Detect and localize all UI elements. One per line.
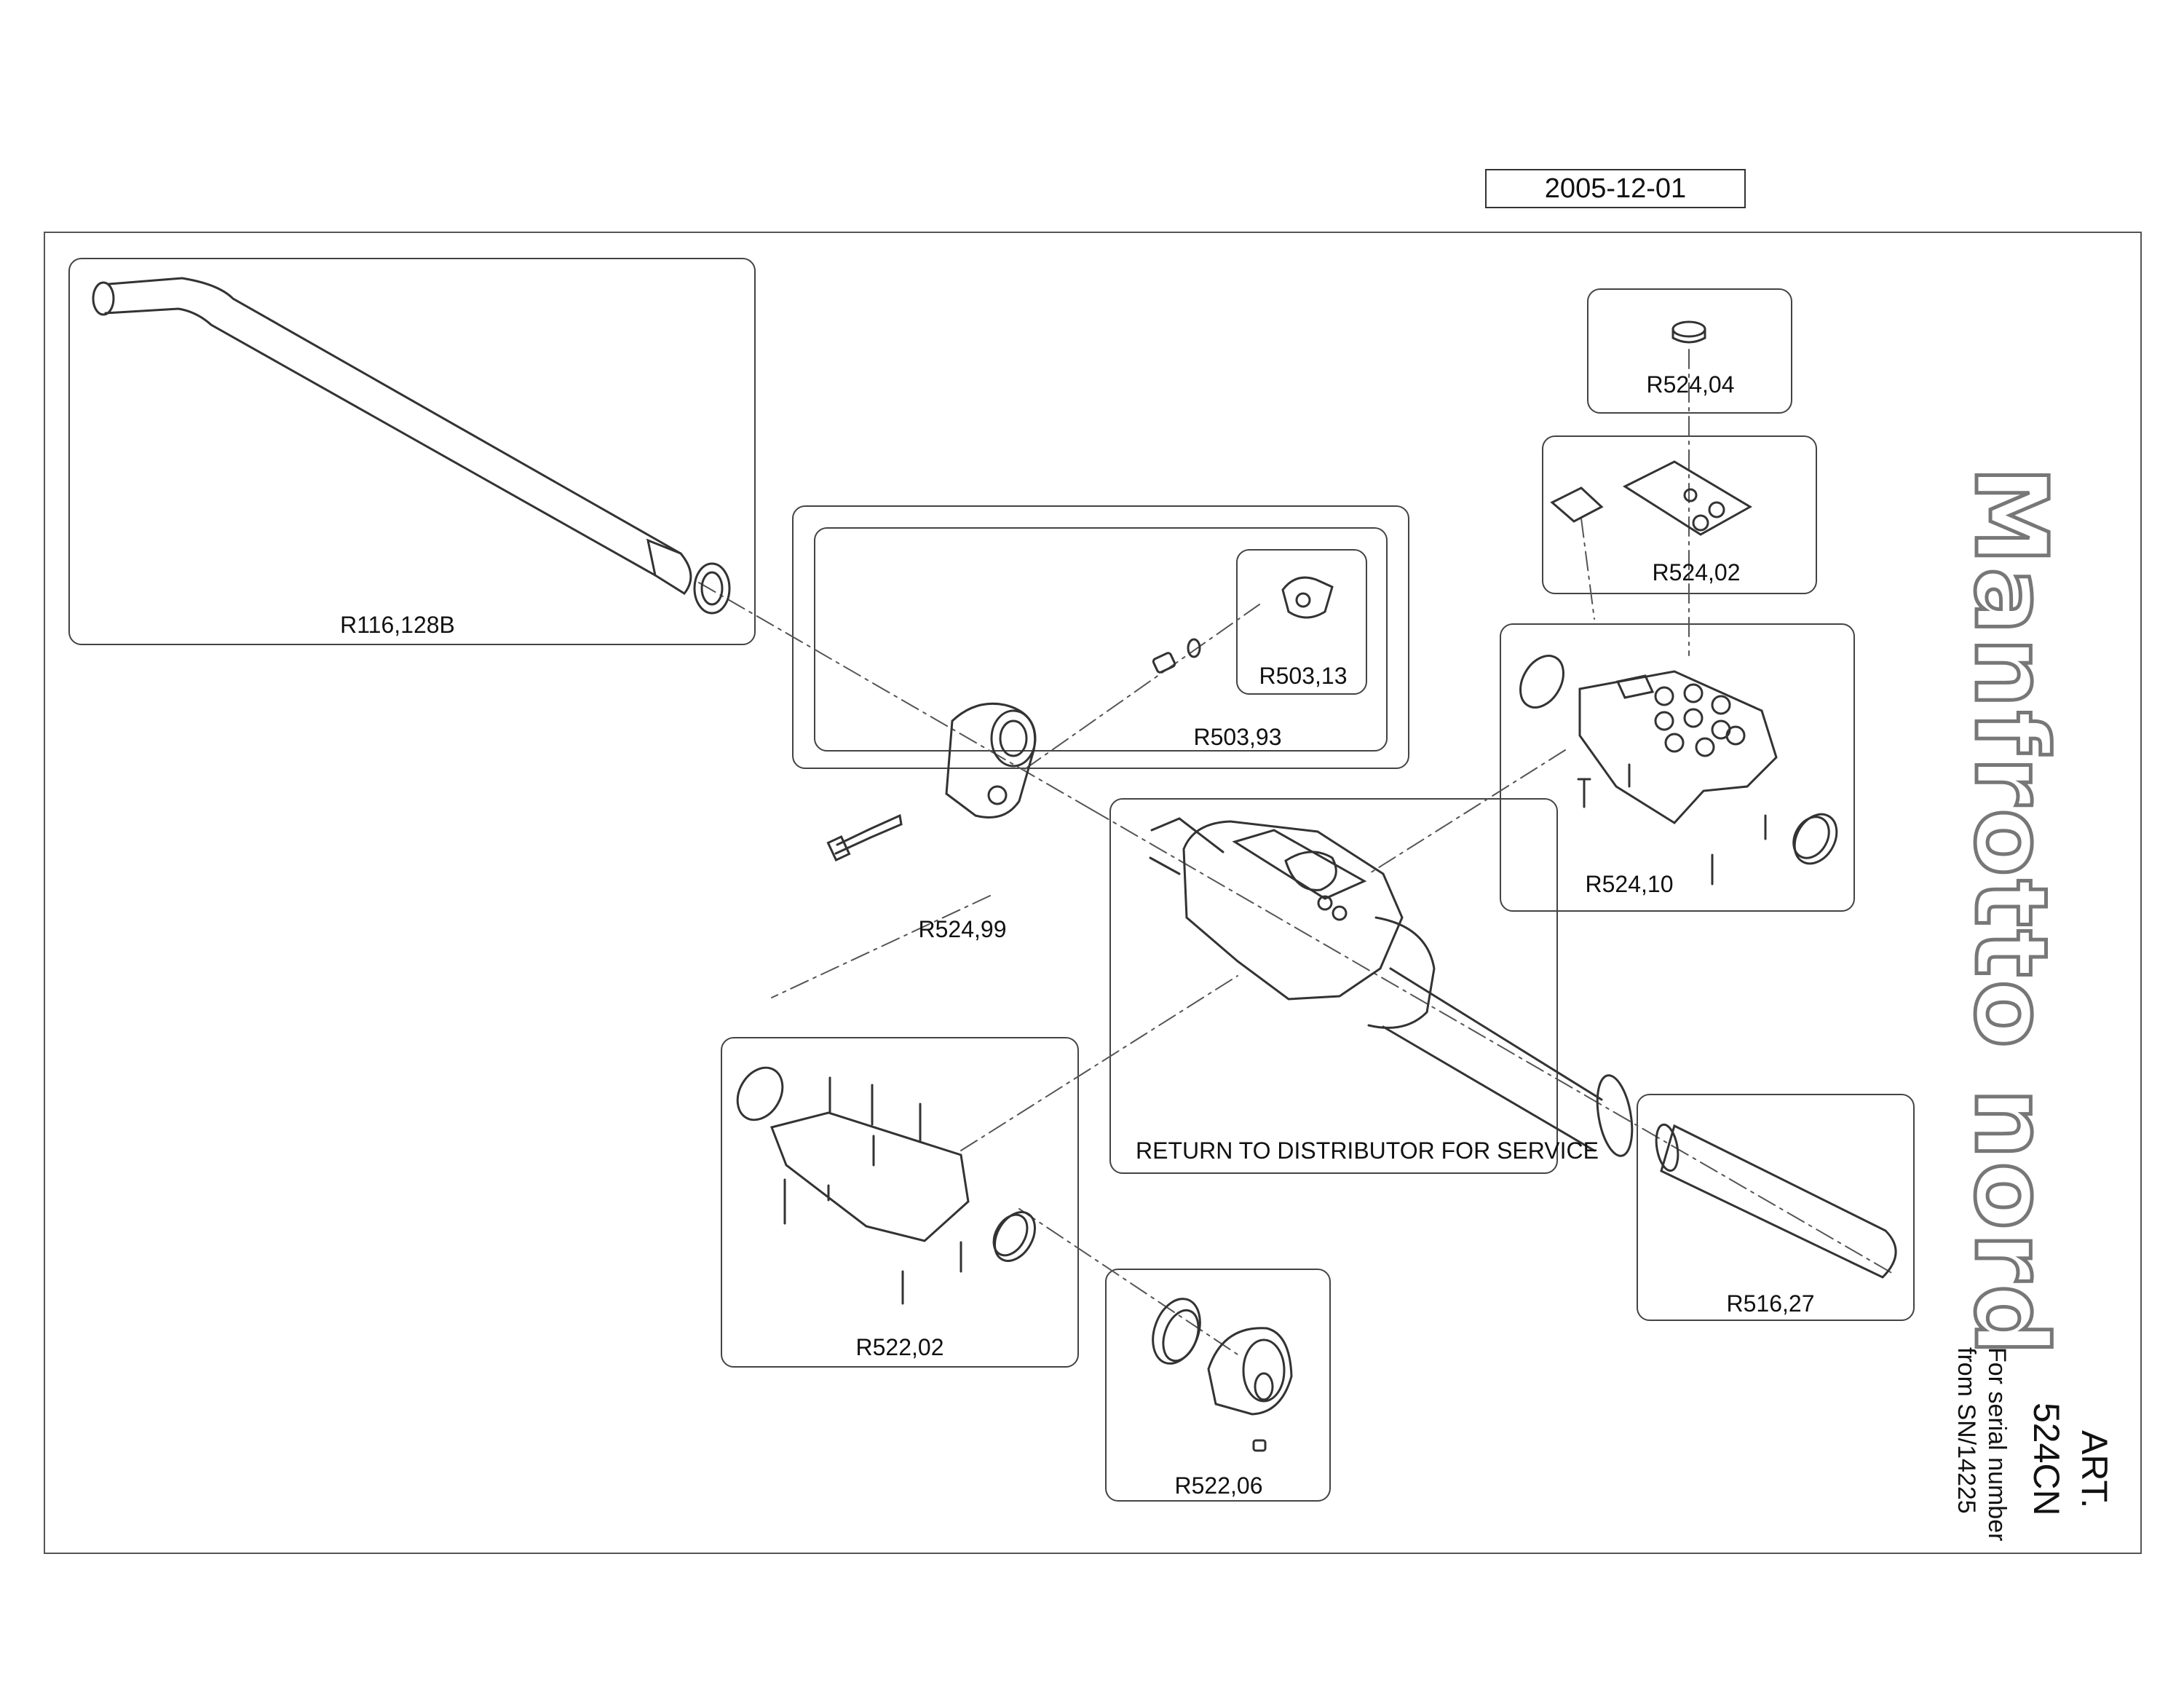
brand-logo: Manfrotto nord: [1951, 465, 2070, 1360]
panel-r516-27[interactable]: [1637, 1094, 1915, 1321]
serial-line-2: from SN/14225: [1952, 1347, 1980, 1514]
grip-r516-27: [1655, 1123, 1897, 1279]
part-label-r524-10: R524,10: [1585, 871, 1674, 897]
panel-service[interactable]: [1109, 798, 1558, 1174]
panel-r524-10[interactable]: [1500, 623, 1855, 912]
tube-r116-128b: [92, 277, 731, 615]
panel-r524-02[interactable]: [1542, 435, 1817, 594]
label-r524-02: [1550, 460, 1752, 536]
date-text: 2005-12-01: [1544, 173, 1687, 204]
art-label: ART.: [2074, 1430, 2115, 1509]
panel-r522-06[interactable]: [1105, 1269, 1331, 1502]
panel-r522-02[interactable]: [721, 1037, 1079, 1368]
cover-r524-10: [1519, 655, 1838, 886]
part-label-r516-27: R516,27: [1726, 1290, 1815, 1317]
part-label-r116-128b: R116,128B: [340, 612, 455, 638]
part-label-r524-02: R524,02: [1652, 559, 1741, 585]
part-label-service: RETURN TO DISTRIBUTOR FOR SERVICE: [1136, 1137, 1599, 1164]
pivot-block-r524-99: [826, 702, 1037, 862]
axis-line-main: [698, 582, 1093, 811]
part-label-r503-13: R503,13: [1259, 663, 1348, 689]
shell-r522-02: [736, 1066, 1036, 1305]
collar-r522-06: [1152, 1298, 1293, 1452]
knob-r503-13: [1281, 576, 1334, 619]
axis-line-shell: [960, 975, 1238, 1151]
axis-line-knob: [1024, 604, 1260, 770]
art-number: 524CN: [2026, 1403, 2067, 1516]
axis-line-pivot: [771, 895, 991, 998]
panel-r116-128b[interactable]: [68, 258, 756, 645]
axis-line-label: [1580, 518, 1595, 620]
axis-line-collar: [1018, 1208, 1238, 1355]
drawing-frame: [44, 232, 2142, 1554]
part-label-r503-93: R503,93: [1193, 724, 1282, 750]
part-label-r522-06: R522,06: [1174, 1472, 1263, 1499]
part-label-r524-04: R524,04: [1646, 371, 1735, 398]
date-box: 2005-12-01: [1485, 169, 1746, 208]
panel-r503-13[interactable]: [1236, 549, 1367, 695]
spring-r503-93: [1152, 638, 1201, 674]
part-label-r524-99: R524,99: [918, 916, 1007, 942]
main-body-service: [1149, 817, 1634, 1157]
cap-r524-04: [1671, 320, 1706, 344]
axis-line-cover: [1368, 749, 1566, 875]
part-label-r522-02: R522,02: [855, 1334, 944, 1360]
panel-r503-93[interactable]: [814, 527, 1388, 752]
serial-line-1: For serial number: [1983, 1347, 2011, 1542]
panel-r524-04[interactable]: [1587, 288, 1792, 414]
